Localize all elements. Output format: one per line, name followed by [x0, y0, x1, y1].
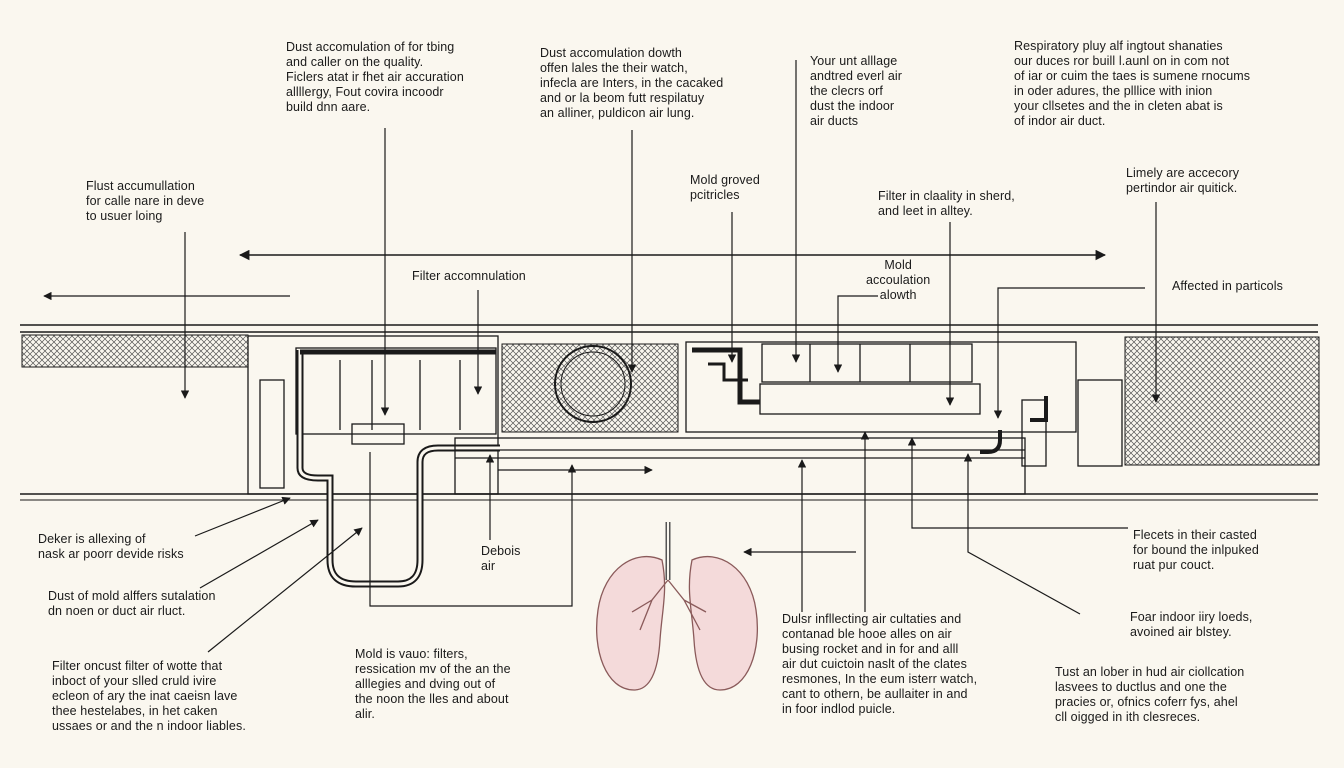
left-duct-housing	[247, 335, 499, 495]
label-mold-groved: Mold groved pcitricles	[690, 173, 760, 202]
hatched-block-right	[1124, 336, 1320, 466]
right-duct-housing	[685, 341, 1123, 467]
u-bend-duct-pipe	[296, 349, 500, 588]
label-deker: Deker is allexing of nask ar poorr devid…	[38, 532, 184, 561]
label-flecets: Flecets in their casted for bound the in…	[1133, 528, 1259, 572]
label-dust-accumulation-top-center: Dust accomulation dowth offen lales the …	[540, 46, 724, 120]
label-mold-accumulation: Mold accoulation alowth	[866, 258, 931, 302]
duct-fan	[554, 345, 632, 423]
center-duct	[454, 345, 1026, 495]
hatched-block-left	[21, 334, 249, 368]
hatched-block-center	[501, 343, 679, 433]
label-filter-oncust: Filter oncust filter of wotte that inboc…	[52, 659, 246, 733]
label-debois-air: Debois air	[481, 544, 521, 573]
label-flust-accumulation: Flust accumullation for calle nare in de…	[86, 179, 205, 223]
label-respiratory: Respiratory pluy alf ingtout shanaties o…	[1014, 39, 1251, 128]
leader-lines	[180, 60, 1161, 653]
label-dust-accumulation-top-left: Dust accomulation of for tbing and calle…	[286, 40, 464, 114]
label-filter-in-quality: Filter in claality in sherd, and leet in…	[878, 189, 1015, 218]
label-foar-indoor: Foar indoor iiry loeds, avoined air blst…	[1130, 610, 1253, 639]
label-limely: Limely are accecory pertindor air quitic…	[1126, 166, 1240, 195]
label-mold-is-vauo: Mold is vauo: filters, ressication mv of…	[355, 647, 511, 721]
label-dust-of-mold: Dust of mold alffers sutalation dn noen …	[48, 589, 216, 618]
label-dulsr: Dulsr infllecting air cultaties and cont…	[782, 612, 978, 716]
label-filter-accumulation: Filter accomnulation	[412, 269, 526, 283]
label-your-unit: Your unt alllage andtred everl air the c…	[810, 54, 903, 128]
label-tust: Tust an lober in hud air ciollcation las…	[1055, 665, 1245, 724]
lungs-illustration	[596, 522, 758, 691]
label-affected-particles: Affected in particols	[1172, 279, 1283, 293]
